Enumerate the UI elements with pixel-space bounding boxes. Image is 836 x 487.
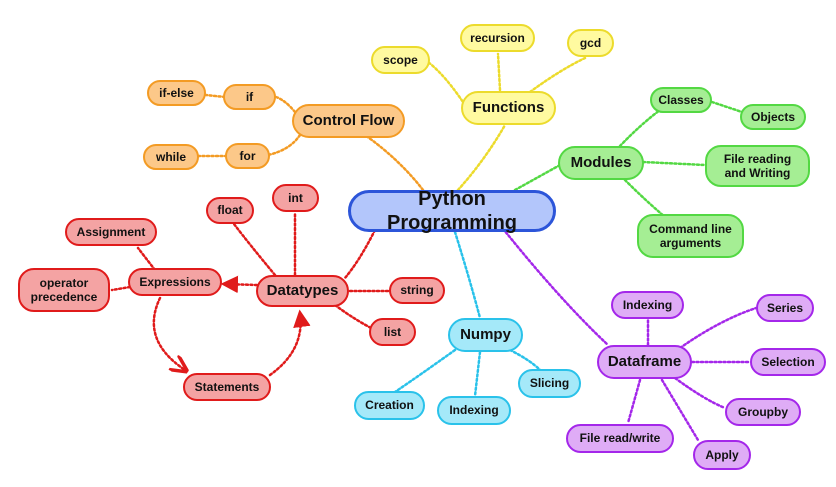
connector-expressions-operatorprecedence bbox=[110, 285, 132, 292]
float-node[interactable]: float bbox=[206, 197, 254, 224]
dataframe-file-read-write-node[interactable]: File read/write bbox=[566, 424, 674, 453]
string-node[interactable]: string bbox=[389, 277, 445, 304]
connector-modules-filereading bbox=[641, 160, 707, 167]
connector-expressions-assignment bbox=[136, 246, 157, 272]
statements-node[interactable]: Statements bbox=[183, 373, 271, 401]
dataframe-selection-node[interactable]: Selection bbox=[750, 348, 826, 376]
connector-numpy-indexing bbox=[473, 350, 482, 398]
datatypes-node[interactable]: Datatypes bbox=[256, 275, 349, 307]
connector-functions-gcd bbox=[528, 56, 587, 94]
classes-node[interactable]: Classes bbox=[650, 87, 712, 113]
gcd-node[interactable]: gcd bbox=[567, 29, 614, 57]
connector-dataframe-apply bbox=[660, 378, 700, 442]
root-node[interactable]: Python Programming bbox=[348, 188, 556, 234]
command-line-node[interactable]: Command line arguments bbox=[637, 214, 744, 258]
objects-node[interactable]: Objects bbox=[740, 104, 806, 130]
connector-classes-objects bbox=[710, 100, 744, 114]
dataframe-groupby-node[interactable]: Groupby bbox=[725, 398, 801, 426]
file-reading-node[interactable]: File reading and Writing bbox=[705, 145, 810, 187]
connector-root-modules bbox=[513, 163, 562, 192]
if-else-node[interactable]: if-else bbox=[147, 80, 206, 106]
numpy-creation-node[interactable]: Creation bbox=[354, 391, 425, 420]
connector-root-dataframe bbox=[498, 223, 610, 347]
modules-node[interactable]: Modules bbox=[558, 146, 644, 180]
assignment-node[interactable]: Assignment bbox=[65, 218, 157, 246]
int-node[interactable]: int bbox=[272, 184, 319, 212]
dataframe-apply-node[interactable]: Apply bbox=[693, 440, 751, 470]
connector-statements-datatypes bbox=[268, 309, 311, 377]
expressions-node[interactable]: Expressions bbox=[128, 268, 222, 296]
connector-datatypes-float bbox=[232, 222, 277, 277]
dataframe-node[interactable]: Dataframe bbox=[597, 345, 692, 379]
numpy-slicing-node[interactable]: Slicing bbox=[518, 369, 581, 398]
connector-if-ifelse bbox=[204, 93, 227, 99]
connector-modules-commandline bbox=[623, 178, 667, 219]
connector-dataframe-groupby bbox=[673, 376, 727, 410]
connector-expressions-statements bbox=[152, 296, 185, 370]
numpy-indexing-node[interactable]: Indexing bbox=[437, 396, 511, 425]
dataframe-indexing-node[interactable]: Indexing bbox=[611, 291, 684, 319]
functions-node[interactable]: Functions bbox=[461, 91, 556, 125]
connector-functions-scope bbox=[426, 60, 467, 107]
list-node[interactable]: list bbox=[369, 318, 416, 346]
connector-modules-classes bbox=[618, 108, 662, 148]
numpy-node[interactable]: Numpy bbox=[448, 318, 523, 352]
connector-root-numpy bbox=[453, 230, 482, 320]
connector-root-datatypes bbox=[343, 228, 377, 280]
connector-dataframe-fileread bbox=[626, 378, 642, 425]
connector-numpy-slicing bbox=[508, 348, 542, 372]
connector-datatypes-expressions bbox=[220, 275, 259, 294]
operator-precedence-node[interactable]: operator precedence bbox=[18, 268, 110, 312]
recursion-node[interactable]: recursion bbox=[460, 24, 535, 52]
connector-dataframe-series bbox=[678, 306, 758, 350]
connector-functions-recursion bbox=[496, 52, 502, 92]
while-node[interactable]: while bbox=[143, 144, 199, 170]
scope-node[interactable]: scope bbox=[371, 46, 430, 74]
if-node[interactable]: if bbox=[223, 84, 276, 110]
connector-numpy-creation bbox=[393, 348, 457, 394]
dataframe-series-node[interactable]: Series bbox=[756, 294, 814, 322]
connector-controlflow-if bbox=[274, 95, 297, 114]
connector-root-controlflow bbox=[363, 133, 425, 192]
connector-root-functions bbox=[456, 123, 507, 192]
for-node[interactable]: for bbox=[225, 143, 270, 169]
connector-controlflow-for bbox=[266, 133, 302, 157]
control-flow-node[interactable]: Control Flow bbox=[292, 104, 405, 138]
